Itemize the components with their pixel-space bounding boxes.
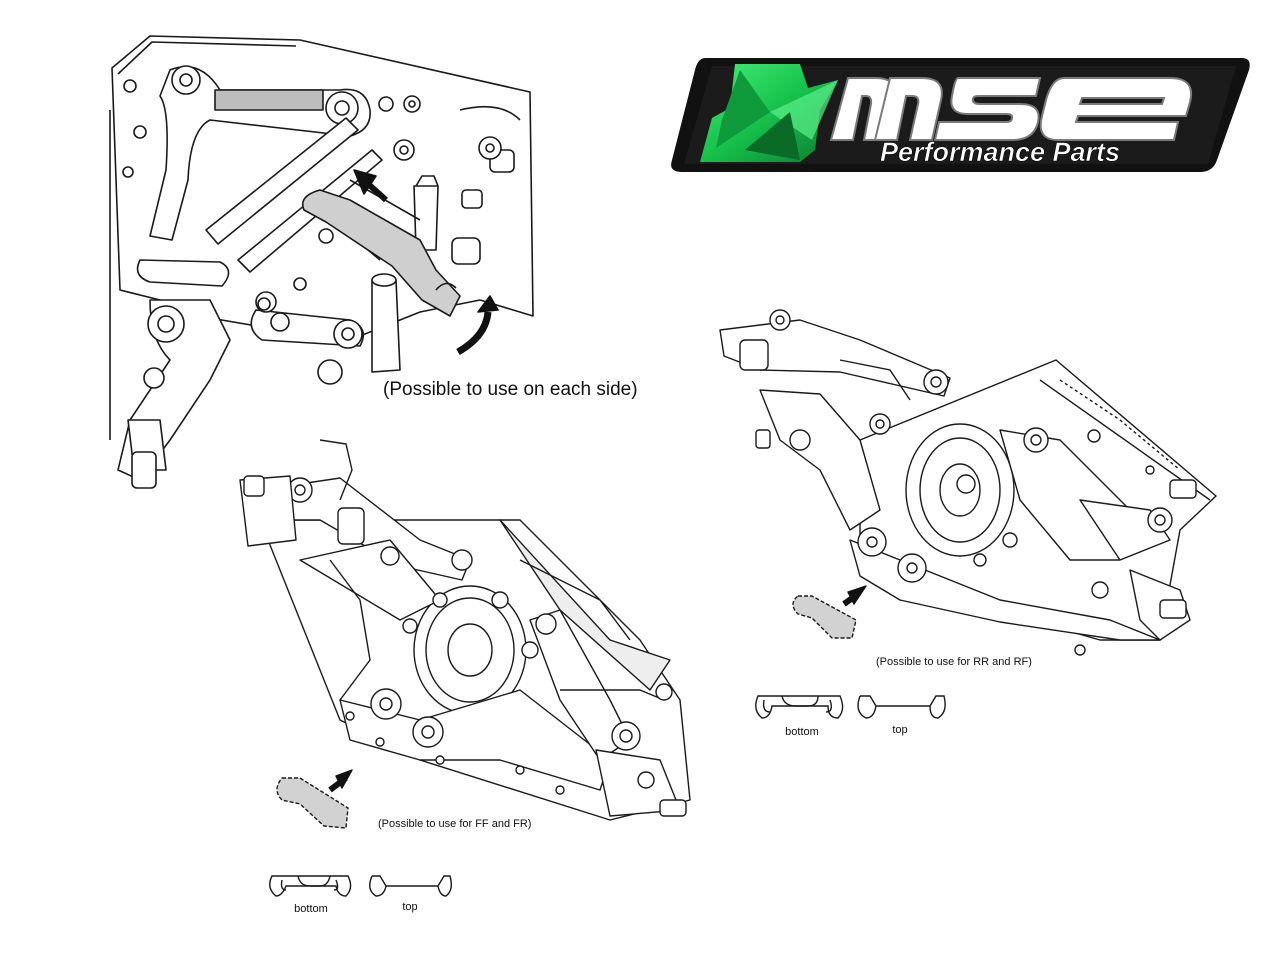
- shim-label-top-left: top: [402, 901, 417, 913]
- shim-label-bottom-right: bottom: [785, 726, 819, 738]
- chassis-view-front: [239, 439, 691, 829]
- caption-ff-fr: (Possible to use for FF and FR): [378, 818, 531, 830]
- shim-label-bottom-left: bottom: [294, 903, 328, 915]
- shim-top-left: [369, 875, 453, 897]
- detail-view-steering: [109, 35, 534, 489]
- caption-each-side: (Possible to use on each side): [383, 379, 638, 400]
- shim-label-top-right: top: [892, 724, 907, 736]
- chassis-view-rear: [719, 309, 1217, 656]
- mse-wordmark: [829, 77, 1192, 141]
- shim-bottom-left: [269, 875, 352, 897]
- caption-rr-rf: (Possible to use for RR and RF): [876, 656, 1032, 668]
- mse-logo: Performance Parts: [671, 58, 1250, 172]
- logo-tagline: Performance Parts: [880, 137, 1120, 167]
- shim-bottom-right: [755, 695, 844, 719]
- shim-top-right: [857, 695, 946, 719]
- green-star-mark: [700, 64, 838, 162]
